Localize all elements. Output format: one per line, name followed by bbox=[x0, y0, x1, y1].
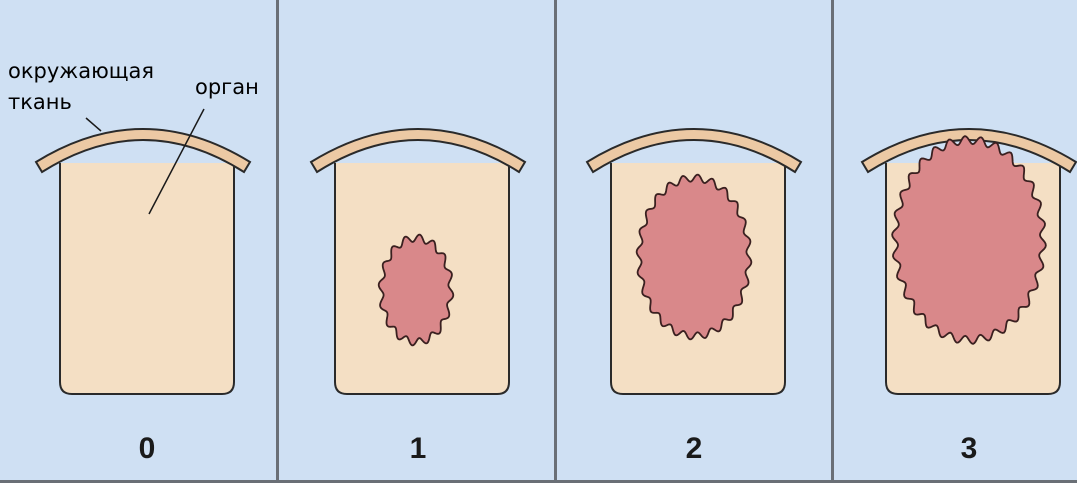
label-surrounding-tissue-line1: окружающая bbox=[8, 60, 154, 83]
stage-number-1: 1 bbox=[410, 432, 427, 465]
label-surrounding-tissue-line2: ткань bbox=[8, 91, 72, 114]
organ-body bbox=[60, 163, 234, 394]
stage-number-2: 2 bbox=[686, 432, 703, 465]
stage-number-3: 3 bbox=[961, 432, 978, 465]
label-organ: орган bbox=[195, 76, 259, 99]
stage-number-0: 0 bbox=[139, 432, 156, 465]
